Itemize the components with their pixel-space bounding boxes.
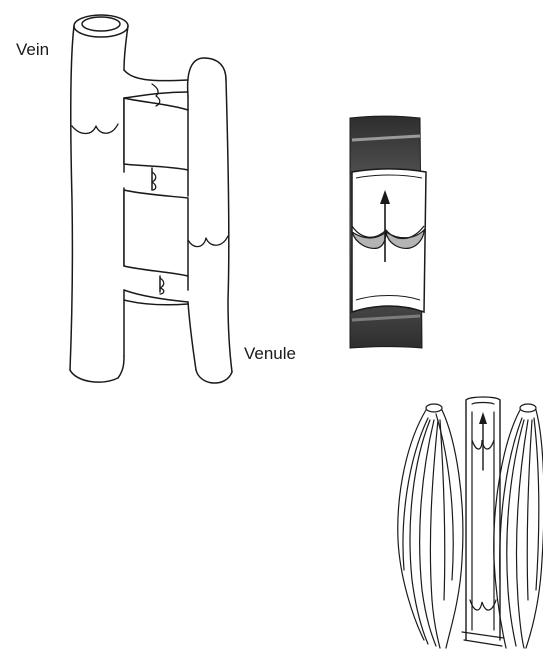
upper-branch	[124, 70, 188, 98]
square-segment-lower	[124, 190, 188, 276]
venule-label: Venule	[244, 344, 296, 364]
muscle-right	[494, 404, 543, 648]
muscle-vein-valve-lower	[470, 600, 496, 610]
lower-branch	[124, 290, 188, 305]
venule-tube	[188, 58, 232, 383]
muscle-pump	[398, 397, 543, 648]
muscle-left	[398, 404, 463, 648]
vein-label: Vein	[16, 40, 49, 60]
arrow-up-icon	[479, 412, 487, 470]
vein-venule-network	[70, 15, 232, 383]
square-segment-upper	[124, 98, 188, 170]
valve-cross-section	[350, 116, 426, 348]
vein-tube	[70, 15, 128, 382]
